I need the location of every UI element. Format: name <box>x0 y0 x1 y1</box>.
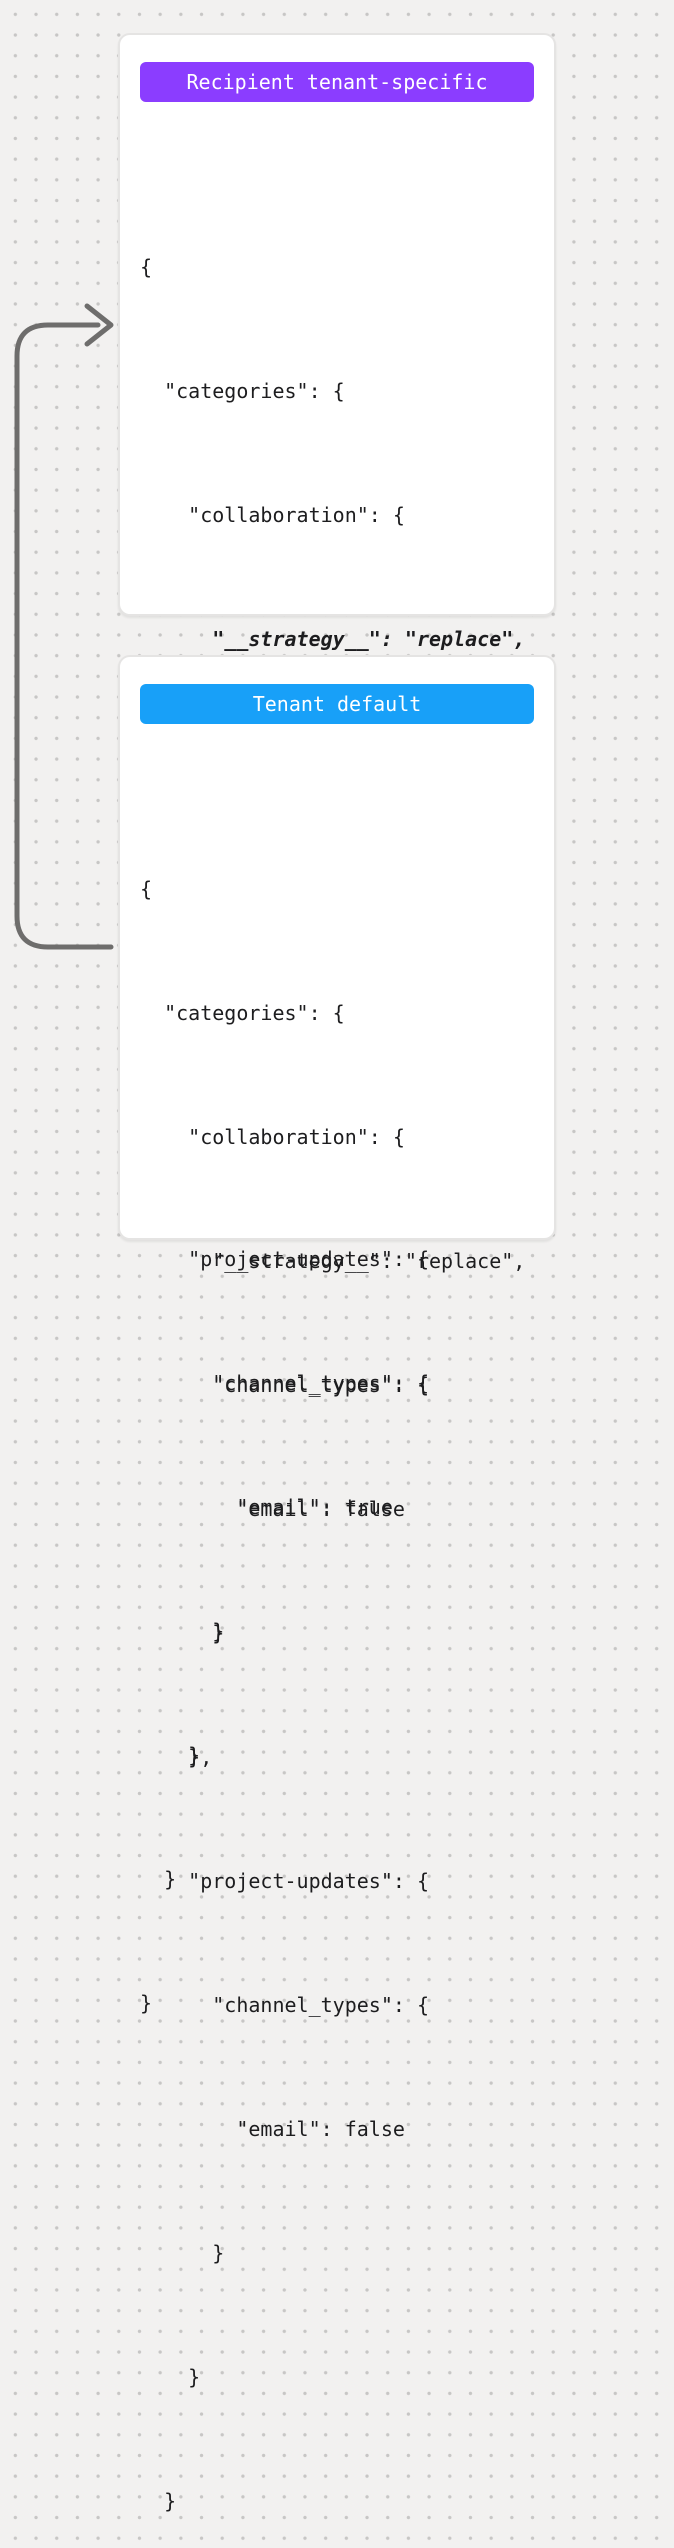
code-line: "categories": { <box>140 379 345 403</box>
code-line: "collaboration": { <box>140 503 405 527</box>
code-line: "email": false <box>140 1497 405 1521</box>
code-line: { <box>140 877 153 901</box>
recipient-tenant-specific-card: Recipient tenant-specific { "categories"… <box>118 33 556 2015</box>
code-line: "project-updates": { <box>140 1247 429 1271</box>
code-line: "channel_types": { <box>140 1373 429 1397</box>
code-line: "categories": { <box>140 1001 345 1025</box>
tenant-default-json-code: { "categories": { "collaboration": { "__… <box>140 750 534 2548</box>
code-line: } <box>140 1621 225 1645</box>
arrow-head-icon <box>84 303 114 347</box>
code-line: } <box>140 2365 201 2389</box>
code-line: { <box>140 255 153 279</box>
code-line: }, <box>140 1745 213 1769</box>
tenant-default-badge: Tenant default <box>140 684 534 724</box>
code-line: "email": false <box>140 2117 405 2141</box>
code-line: } <box>140 2489 177 2513</box>
code-line: "channel_types": { <box>140 1993 429 2017</box>
tenant-default-card: Tenant default { "categories": { "collab… <box>118 655 556 2513</box>
code-line: } <box>140 2241 225 2265</box>
code-line: "__strategy__": "replace", <box>140 627 526 651</box>
recipient-tenant-specific-badge: Recipient tenant-specific <box>140 62 534 102</box>
arrow-shaft <box>14 322 114 950</box>
code-line: "__strategy__": "replace", <box>140 1249 526 1273</box>
code-line: "project-updates": { <box>140 1869 429 1893</box>
code-line: "collaboration": { <box>140 1125 405 1149</box>
